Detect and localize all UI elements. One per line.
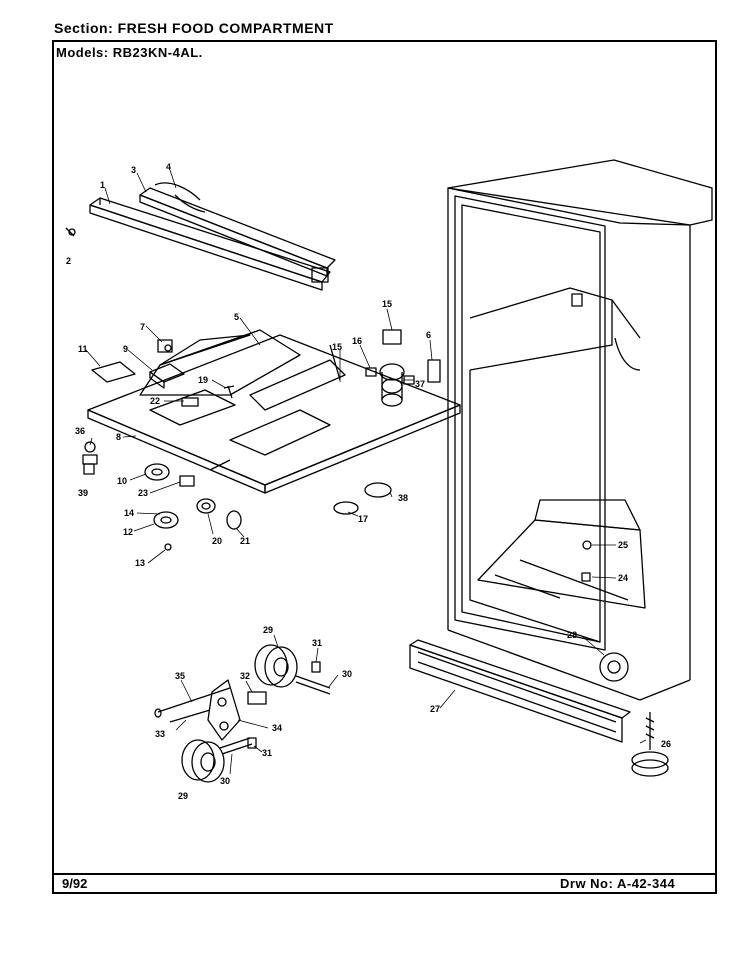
part-axle-30-upper bbox=[295, 675, 331, 695]
callout-31b: 31 bbox=[262, 748, 272, 758]
part-roller-12 bbox=[153, 511, 179, 529]
callout-16: 16 bbox=[352, 336, 362, 346]
callout-28: 28 bbox=[567, 630, 577, 640]
callout-15b: 15 bbox=[332, 342, 342, 352]
part-bracket-34 bbox=[207, 679, 241, 741]
callout-23: 23 bbox=[138, 488, 148, 498]
footer-divider bbox=[52, 873, 717, 875]
part-screw-25 bbox=[582, 540, 592, 550]
footer-date: 9/92 bbox=[62, 876, 88, 891]
part-bracket-6 bbox=[427, 359, 441, 383]
callout-30a: 30 bbox=[342, 669, 352, 679]
callout-14: 14 bbox=[124, 508, 134, 518]
callout-33: 33 bbox=[155, 729, 165, 739]
part-wheel-29-upper bbox=[254, 644, 298, 688]
part-bracket-18 bbox=[365, 367, 377, 377]
part-rail bbox=[89, 197, 331, 291]
part-screw-13 bbox=[164, 543, 172, 551]
callout-35: 35 bbox=[175, 671, 185, 681]
part-wheel-29-lower bbox=[181, 739, 225, 783]
part-spacer-32 bbox=[247, 691, 267, 705]
section-title: Section: FRESH FOOD COMPARTMENT bbox=[54, 20, 334, 36]
callout-7: 7 bbox=[140, 322, 145, 332]
callout-25: 25 bbox=[618, 540, 628, 550]
callout-27: 27 bbox=[430, 704, 440, 714]
part-leveling-leg-26 bbox=[631, 712, 669, 777]
callout-4: 4 bbox=[166, 162, 171, 172]
part-bracket-9 bbox=[149, 363, 185, 389]
drawing-number: Drw No: A-42-344 bbox=[560, 876, 675, 891]
part-clip-39 bbox=[83, 463, 95, 475]
callout-30b: 30 bbox=[220, 776, 230, 786]
part-bracket-22 bbox=[181, 397, 199, 407]
part-clip-31-lower bbox=[247, 737, 257, 749]
callout-15a: 15 bbox=[382, 299, 392, 309]
part-bolt-35 bbox=[154, 687, 231, 718]
drawing-frame bbox=[52, 40, 717, 894]
callout-19: 19 bbox=[198, 375, 208, 385]
part-screw-24 bbox=[581, 572, 591, 582]
callout-8: 8 bbox=[116, 432, 121, 442]
callout-3: 3 bbox=[131, 165, 136, 175]
callout-29a: 29 bbox=[263, 625, 273, 635]
part-shelf-panel bbox=[87, 329, 461, 494]
part-clip-23 bbox=[179, 475, 195, 487]
leader-lines bbox=[85, 169, 647, 775]
part-pin-33 bbox=[169, 709, 211, 723]
part-clip-31-upper bbox=[311, 661, 321, 673]
part-clip-36 bbox=[82, 441, 98, 465]
drawing-number-value: A-42-344 bbox=[616, 876, 676, 891]
callout-38: 38 bbox=[398, 493, 408, 503]
part-screw-2 bbox=[65, 227, 76, 237]
part-roller-10 bbox=[144, 463, 170, 481]
part-plate-11 bbox=[91, 361, 136, 383]
models-label: Models: bbox=[56, 45, 109, 60]
callout-21: 21 bbox=[240, 536, 250, 546]
part-axle-30-lower bbox=[219, 737, 253, 755]
section-value: FRESH FOOD COMPARTMENT bbox=[117, 20, 334, 36]
callout-20: 20 bbox=[212, 536, 222, 546]
models-title: Models: RB23KN-4AL. bbox=[56, 45, 203, 60]
part-thermostat-15 bbox=[379, 329, 405, 407]
models-value: RB23KN-4AL. bbox=[112, 45, 203, 60]
callout-36: 36 bbox=[75, 426, 85, 436]
callout-26: 26 bbox=[661, 739, 671, 749]
callout-2: 2 bbox=[66, 256, 71, 266]
callout-9: 9 bbox=[123, 344, 128, 354]
callout-13: 13 bbox=[135, 558, 145, 568]
callout-37: 37 bbox=[415, 379, 425, 389]
part-ring-17 bbox=[333, 501, 359, 515]
part-cabinet bbox=[447, 159, 713, 701]
part-cap-38 bbox=[364, 482, 392, 498]
part-bulb-21 bbox=[226, 510, 242, 530]
part-kick-plate bbox=[409, 639, 631, 743]
part-trim-strip bbox=[139, 182, 336, 277]
callout-31a: 31 bbox=[312, 638, 322, 648]
callout-17: 17 bbox=[358, 514, 368, 524]
callout-labels: 1 2 3 4 5 6 7 8 9 10 11 12 13 14 15 15 1… bbox=[66, 162, 671, 801]
drawing-number-label: Drw No: bbox=[560, 876, 614, 891]
part-bracket-7 bbox=[157, 339, 173, 353]
part-caster-28 bbox=[599, 652, 629, 682]
callout-10: 10 bbox=[117, 476, 127, 486]
callout-11: 11 bbox=[78, 344, 88, 354]
callout-24: 24 bbox=[618, 573, 628, 583]
callout-39: 39 bbox=[78, 488, 88, 498]
callout-29b: 29 bbox=[178, 791, 188, 801]
callout-22: 22 bbox=[150, 396, 160, 406]
callout-12: 12 bbox=[123, 527, 133, 537]
section-label: Section: bbox=[54, 20, 114, 36]
callout-34: 34 bbox=[272, 723, 282, 733]
callout-32: 32 bbox=[240, 671, 250, 681]
callout-1: 1 bbox=[100, 180, 105, 190]
callout-6: 6 bbox=[426, 330, 431, 340]
part-socket-20 bbox=[196, 498, 216, 514]
callout-5: 5 bbox=[234, 312, 239, 322]
